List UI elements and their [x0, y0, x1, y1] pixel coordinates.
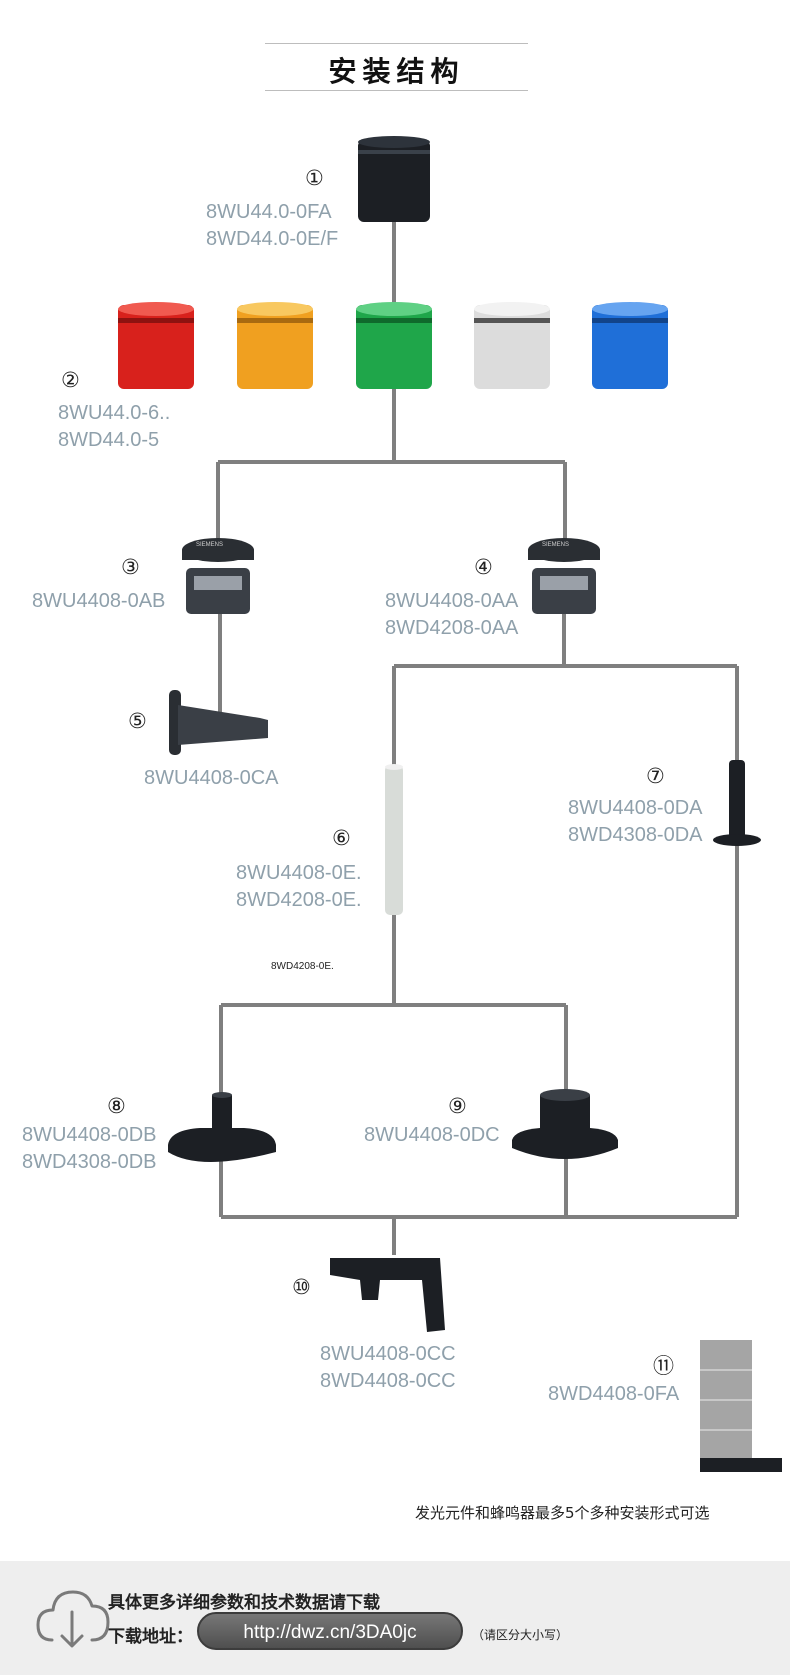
part-8-code-1: 8WU4408-0DB [22, 1124, 157, 1146]
angle-bracket-image [330, 1258, 445, 1332]
part-7-code-2: 8WD4308-0DA [568, 824, 703, 846]
part-2-number: ② [61, 368, 80, 392]
part-9-code-1: 8WU4408-0DC [364, 1124, 500, 1146]
part-2-code-2: 8WD44.0-5 [58, 429, 160, 451]
download-link-button[interactable]: http://dwz.cn/3DA0jc [197, 1612, 463, 1650]
part-3-number: ③ [121, 555, 140, 579]
part-10-code-1: 8WU4408-0CC [320, 1343, 456, 1365]
lamp-orange-image [237, 302, 313, 389]
part-10-number: ⑩ [292, 1275, 311, 1299]
part-5-code-1: 8WU4408-0CA [144, 767, 279, 789]
part-7-number: ⑦ [646, 764, 665, 788]
base-db-image [168, 1092, 276, 1162]
tube-foot-da-image [713, 760, 761, 846]
part-11-code-1: 8WD4408-0FA [548, 1383, 680, 1405]
lamp-clear-image [474, 302, 550, 389]
part-10-code-2: 8WD4408-0CC [320, 1370, 456, 1392]
buzzer-element-image [358, 136, 430, 222]
part-4-code-1: 8WU4408-0AA [385, 590, 519, 612]
part-8-code-2: 8WD4308-0DB [22, 1151, 157, 1173]
part-1-number: ① [305, 166, 324, 190]
lamp-red-image [118, 302, 194, 389]
part-7-code-1: 8WU4408-0DA [568, 797, 703, 819]
lamp-blue-image [592, 302, 668, 389]
download-prompt: 具体更多详细参数和技术数据请下载 [108, 1593, 380, 1613]
connector-lines [216, 220, 739, 1255]
lamp-green-image [356, 302, 432, 389]
connection-element-aa-image [528, 538, 600, 614]
section-header: 安装结构 [265, 43, 528, 91]
part-11-number: ⑪ [653, 1354, 674, 1378]
part-4-code-2: 8WD4208-0AA [385, 617, 519, 639]
part-6-code-1: 8WU4408-0E. [236, 862, 362, 884]
case-sensitive-hint: （请区分大小写） [472, 1628, 569, 1642]
tube-image [385, 764, 403, 915]
brand-label-aa: SIEMENS [542, 542, 570, 548]
part-4-number: ④ [474, 555, 493, 579]
wall-bracket-image [169, 690, 268, 755]
part-1-code-1: 8WU44.0-0FA [206, 201, 332, 223]
base-dc-image [512, 1089, 618, 1159]
small-label: 8WD4208-0E. [271, 961, 334, 972]
part-9-number: ⑨ [448, 1094, 467, 1118]
part-6-code-2: 8WD4208-0E. [236, 889, 362, 911]
connection-element-ab-image [182, 538, 254, 614]
mounting-plate-image [700, 1340, 782, 1472]
download-address-label: 下载地址： [108, 1627, 193, 1647]
part-8-number: ⑧ [107, 1094, 126, 1118]
part-5-number: ⑤ [128, 709, 147, 733]
part-2-code-1: 8WU44.0-6.. [58, 402, 171, 424]
part-3-code-1: 8WU4408-0AB [32, 590, 166, 612]
brand-label-ab: SIEMENS [196, 542, 224, 548]
part-1-code-2: 8WD44.0-0E/F [206, 228, 339, 250]
installation-note: 发光元件和蜂鸣器最多5个多种安装形式可选 [415, 1504, 710, 1522]
part-6-number: ⑥ [332, 826, 351, 850]
page-title: 安装结构 [328, 55, 465, 88]
